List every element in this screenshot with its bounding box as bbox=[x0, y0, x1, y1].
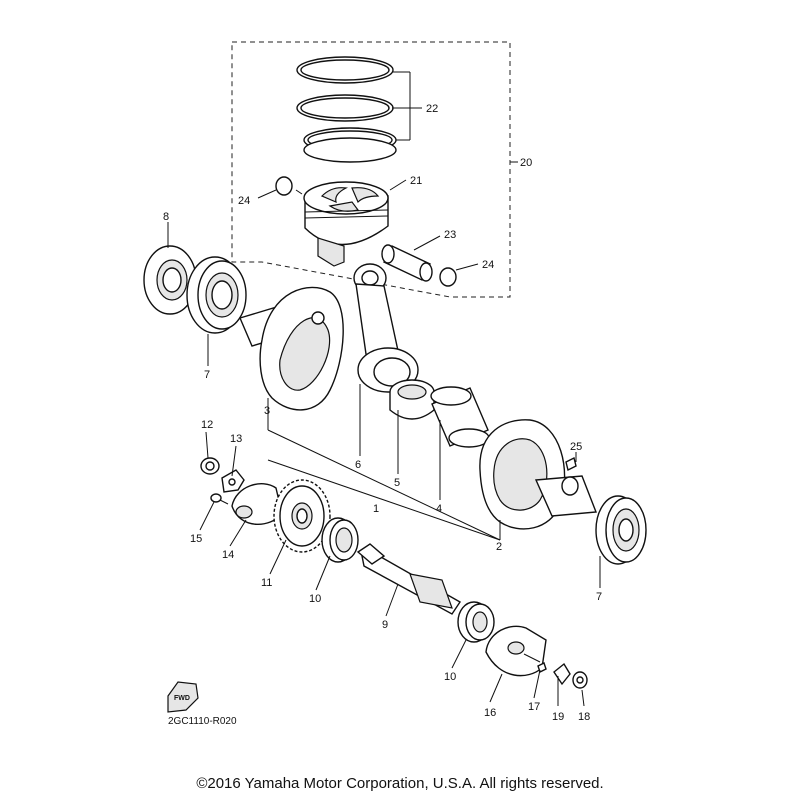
callout-23[interactable]: 23 bbox=[444, 229, 456, 241]
callout-24-right[interactable]: 24 bbox=[482, 259, 494, 271]
woodruff-key[interactable] bbox=[565, 456, 577, 472]
callout-17[interactable]: 17 bbox=[528, 701, 540, 713]
diagram-id: 2GC1110-R020 bbox=[168, 716, 237, 727]
bearing-left[interactable] bbox=[186, 256, 247, 334]
balancer-bearing-right[interactable] bbox=[457, 601, 495, 643]
piston-rings[interactable] bbox=[296, 56, 397, 163]
lock-washer-13[interactable] bbox=[221, 469, 245, 493]
crank-pin[interactable] bbox=[430, 386, 490, 448]
crankshaft-right[interactable] bbox=[479, 419, 597, 530]
callout-24-left[interactable]: 24 bbox=[238, 195, 250, 207]
balancer-gear[interactable] bbox=[273, 479, 331, 553]
piston-pin[interactable] bbox=[381, 244, 433, 282]
callout-25[interactable]: 25 bbox=[570, 441, 582, 453]
callout-11[interactable]: 11 bbox=[261, 577, 272, 589]
callout-14[interactable]: 14 bbox=[222, 549, 234, 561]
balancer-shaft[interactable] bbox=[356, 543, 461, 615]
callout-15[interactable]: 15 bbox=[190, 533, 202, 545]
callout-10-left[interactable]: 10 bbox=[309, 593, 321, 605]
callout-12[interactable]: 12 bbox=[201, 419, 213, 431]
callout-13[interactable]: 13 bbox=[230, 433, 242, 445]
callout-6[interactable]: 6 bbox=[355, 459, 361, 471]
nut-18[interactable] bbox=[572, 671, 588, 689]
fwd-arrow-icon: FWD bbox=[167, 681, 199, 713]
callout-10-right[interactable]: 10 bbox=[444, 671, 456, 683]
key-17[interactable] bbox=[537, 662, 547, 673]
copyright-notice: ©2016 Yamaha Motor Corporation, U.S.A. A… bbox=[196, 775, 604, 792]
balancer-weight-16[interactable] bbox=[485, 625, 547, 677]
callout-7-left[interactable]: 7 bbox=[204, 369, 210, 381]
fwd-label: FWD bbox=[174, 695, 190, 702]
bearing-right[interactable] bbox=[595, 495, 647, 565]
leader-lines bbox=[167, 71, 601, 707]
callout-2[interactable]: 2 bbox=[496, 541, 502, 553]
callout-20[interactable]: 20 bbox=[520, 157, 532, 169]
callout-9[interactable]: 9 bbox=[382, 619, 388, 631]
needle-bearing[interactable] bbox=[389, 379, 435, 420]
callout-16[interactable]: 16 bbox=[484, 707, 496, 719]
piston[interactable] bbox=[303, 181, 389, 267]
circlip-right[interactable] bbox=[439, 267, 457, 287]
callout-19[interactable]: 19 bbox=[552, 711, 564, 723]
bolt-15[interactable] bbox=[210, 493, 229, 505]
crank-sprocket[interactable] bbox=[143, 245, 197, 315]
callout-1[interactable]: 1 bbox=[373, 503, 379, 515]
piston-kit-boundary bbox=[231, 41, 511, 298]
callout-7-right[interactable]: 7 bbox=[596, 591, 602, 603]
lock-washer-19[interactable] bbox=[553, 662, 571, 686]
balancer-bearing-left[interactable] bbox=[321, 517, 359, 563]
circlip-left[interactable] bbox=[275, 176, 293, 196]
callout-3[interactable]: 3 bbox=[264, 405, 270, 417]
callout-4[interactable]: 4 bbox=[436, 503, 442, 515]
callout-22[interactable]: 22 bbox=[426, 103, 438, 115]
callouts: 22 20 21 24 23 24 8 7 3 12 13 6 5 1 4 25… bbox=[163, 103, 602, 723]
crankshaft-left[interactable] bbox=[259, 286, 344, 411]
callout-8[interactable]: 8 bbox=[163, 211, 169, 223]
callout-21[interactable]: 21 bbox=[410, 175, 422, 187]
connecting-rod[interactable] bbox=[353, 263, 419, 393]
callout-5[interactable]: 5 bbox=[394, 477, 400, 489]
nut-12[interactable] bbox=[200, 457, 220, 475]
callout-18[interactable]: 18 bbox=[578, 711, 590, 723]
